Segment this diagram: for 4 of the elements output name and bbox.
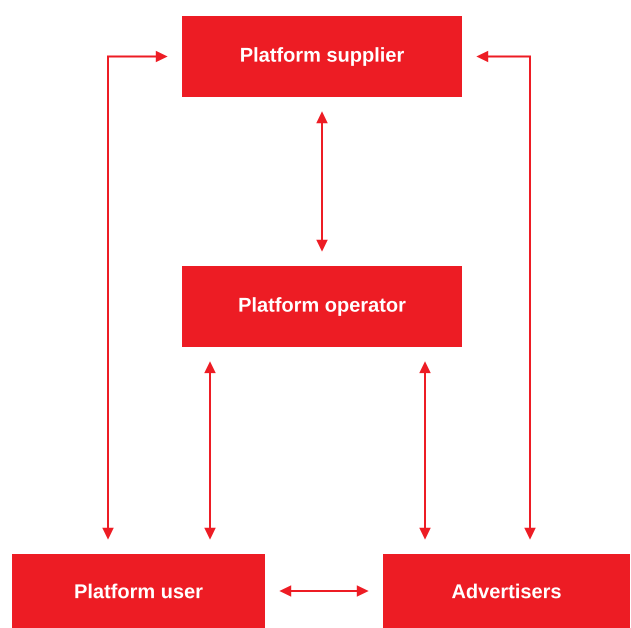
entity-box: Platform operator (182, 266, 462, 347)
entity-box: Platform user (12, 554, 265, 628)
entity-box: Advertisers (383, 554, 630, 628)
entity-box: Platform supplier (182, 16, 462, 97)
